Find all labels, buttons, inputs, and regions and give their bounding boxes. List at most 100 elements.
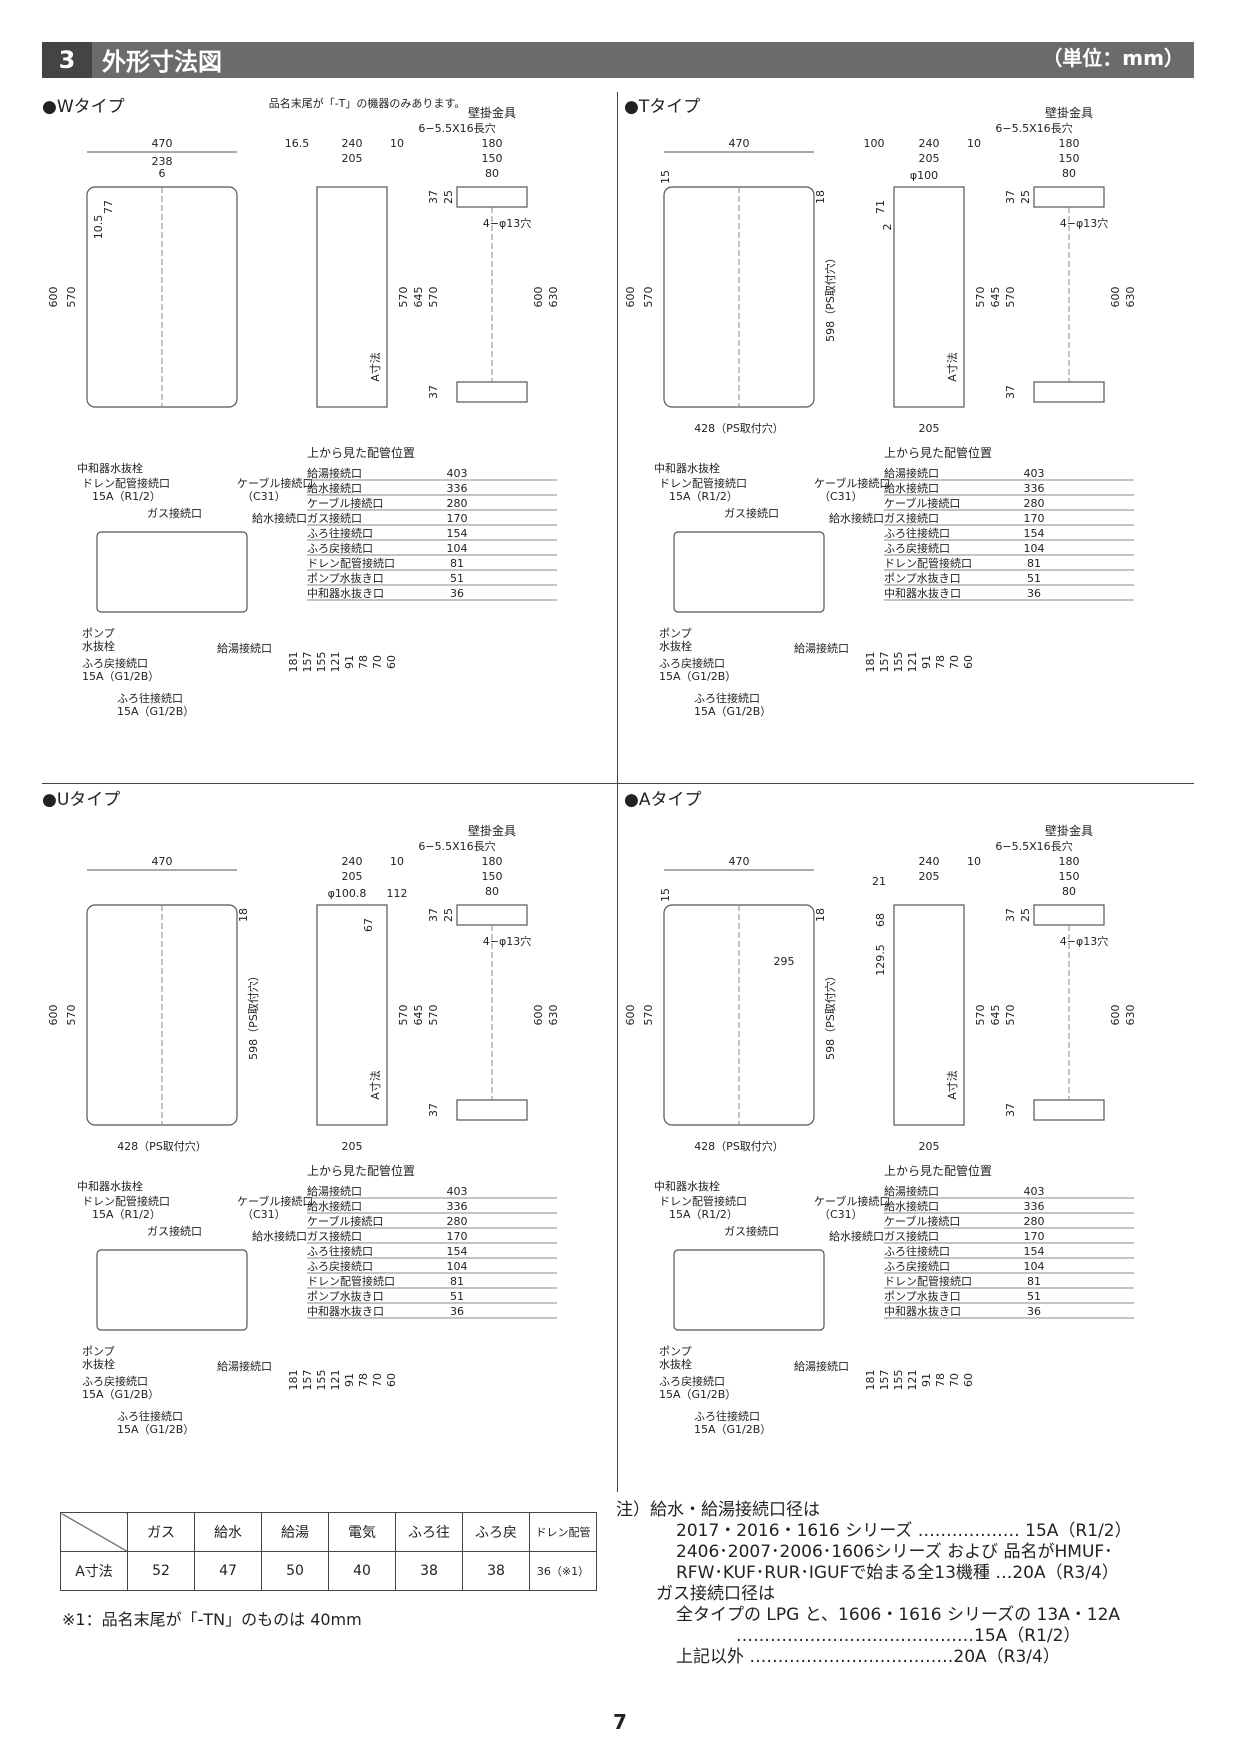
hole-label: 4−φ13穴 <box>1060 216 1108 230</box>
dim-b80: 80 <box>485 885 499 898</box>
connection-label: 水抜栓 <box>82 1357 115 1371</box>
dim-b180: 180 <box>1059 855 1080 868</box>
connection-label: 15A（G1/2B） <box>659 1388 736 1401</box>
pipe-value: 403 <box>1024 1185 1045 1198</box>
pipe-name: 給水接続口 <box>884 481 939 495</box>
dim-bb37: 37 <box>427 1103 440 1117</box>
dim-side-645: 645 <box>989 287 1002 308</box>
dim-ps-vertical: 598（PS取付穴） <box>823 252 837 342</box>
dim-a: A寸法 <box>945 352 959 382</box>
dim-side-570: 570 <box>974 287 987 308</box>
pipe-vertical-dim: 181 <box>864 652 877 673</box>
dim-height: 600 <box>47 287 60 308</box>
dim-side-570: 570 <box>397 1005 410 1026</box>
dim-side-570: 570 <box>974 1005 987 1026</box>
bracket-top <box>456 186 528 208</box>
dim-height-inner: 570 <box>65 287 78 308</box>
dim-b80: 80 <box>1062 885 1076 898</box>
table-row: A寸法 52 47 50 40 38 38 36（※1） <box>60 1551 597 1591</box>
connection-label: 給水接続口 <box>252 1229 307 1243</box>
cell-elec: 40 <box>328 1551 396 1591</box>
pipe-value: 104 <box>447 1260 468 1273</box>
bracket-label: 壁掛金具 <box>468 105 516 120</box>
th-drain: ドレン配管 <box>529 1512 597 1552</box>
dim-b25: 25 <box>1019 190 1032 204</box>
pipe-value: 104 <box>1024 1260 1045 1273</box>
dim-15: 15 <box>659 170 672 184</box>
note-line: 2406･2007･2006･1606シリーズ および 品名がHMUF･ <box>676 1542 1113 1562</box>
dim-ps: 428（PS取付穴） <box>117 1139 207 1153</box>
pipe-position-title: 上から見た配管位置 <box>307 1163 415 1178</box>
connection-label: 給湯接続口 <box>217 641 272 655</box>
dim-71: 71 <box>874 200 887 214</box>
connection-label: ポンプ <box>82 627 115 640</box>
dim-238: 238 <box>152 155 173 168</box>
dim-b630: 630 <box>1124 1005 1137 1026</box>
pipe-name: ガス接続口 <box>884 511 939 525</box>
dim-width: 470 <box>152 855 173 868</box>
pipe-position-title: 上から見た配管位置 <box>307 445 415 460</box>
pipe-value: 170 <box>447 1230 468 1243</box>
dim-side-645: 645 <box>989 1005 1002 1026</box>
section-number: 3 <box>42 42 92 78</box>
cell-hot: 50 <box>261 1551 329 1591</box>
dim-ps: 428（PS取付穴） <box>694 1139 784 1153</box>
dim-b37: 37 <box>427 190 440 204</box>
pipe-name: ポンプ水抜き口 <box>307 571 384 585</box>
note-line: ガス接続口径は <box>656 1584 775 1604</box>
section-header: 3 外形寸法図 （単位：mm） <box>42 42 1194 78</box>
pipe-name: ケーブル接続口 <box>307 496 383 510</box>
pipe-vertical-dim: 60 <box>962 655 975 669</box>
pipe-vertical-dim: 157 <box>301 652 314 673</box>
connection-label: ケーブル接続口 <box>814 1194 890 1208</box>
slot-hole-label: 6−5.5X16長穴 <box>418 839 495 853</box>
pipe-name: ふろ往接続口 <box>307 1244 373 1258</box>
pipe-value: 36 <box>1027 1305 1041 1318</box>
connection-label: ケーブル接続口 <box>237 1194 313 1208</box>
bracket-top <box>1033 904 1105 926</box>
table-header-row: ガス 給水 給湯 電気 ふろ往 ふろ戻 ドレン配管 <box>60 1512 597 1552</box>
dim-bb37: 37 <box>1004 1103 1017 1117</box>
note-line: 注）給水・給湯接続口径は <box>616 1500 820 1520</box>
pipe-value: 280 <box>1024 497 1045 510</box>
pipe-vertical-dim: 155 <box>315 1370 328 1391</box>
connection-label: 中和器水抜栓 <box>77 1179 143 1193</box>
pipe-value: 36 <box>1027 587 1041 600</box>
pipe-name: ドレン配管接続口 <box>307 556 395 570</box>
dim-phi: φ100.8 <box>328 887 367 900</box>
pipe-name: 給水接続口 <box>884 1199 939 1213</box>
th-gas: ガス <box>127 1512 195 1552</box>
pipe-name: ドレン配管接続口 <box>884 556 972 570</box>
pipe-vertical-dim: 155 <box>892 652 905 673</box>
dim-205: 205 <box>919 870 940 883</box>
cell-bath-in: 38 <box>462 1551 530 1591</box>
dim-b180: 180 <box>482 855 503 868</box>
pipe-vertical-dim: 78 <box>357 1373 370 1387</box>
hole-label: 4−φ13穴 <box>483 934 531 948</box>
slot-hole-label: 6−5.5X16長穴 <box>995 121 1072 135</box>
pipe-name: ガス接続口 <box>884 1229 939 1243</box>
pipe-vertical-dim: 70 <box>371 655 384 669</box>
pipe-value: 170 <box>1024 1230 1045 1243</box>
note-line: RFW･KUF･RUR･IGUFで始まる全13機種 …20A（R3/4） <box>676 1563 1119 1583</box>
connection-label: 15A（G1/2B） <box>694 705 771 718</box>
table-corner <box>60 1512 128 1552</box>
dim-height: 600 <box>624 1005 637 1026</box>
dim-width: 470 <box>152 137 173 150</box>
pipe-name: ポンプ水抜き口 <box>307 1289 384 1303</box>
pipe-vertical-dim: 157 <box>878 1370 891 1391</box>
pipe-value: 81 <box>450 557 464 570</box>
pipe-name: 給湯接続口 <box>307 1184 362 1198</box>
dim-b600: 600 <box>532 287 545 308</box>
connection-label: 給水接続口 <box>252 511 307 525</box>
connection-label: 15A（R1/2） <box>92 1208 161 1221</box>
unit-label: （単位：mm） <box>1042 46 1184 70</box>
connection-label: 15A（G1/2B） <box>82 670 159 683</box>
th-bath-in: ふろ戻 <box>462 1512 530 1552</box>
hole-label: 4−φ13穴 <box>1060 934 1108 948</box>
type-title: ●Tタイプ <box>624 97 701 117</box>
pipe-value: 51 <box>1027 1290 1041 1303</box>
dim-bb37: 37 <box>427 385 440 399</box>
connection-label: 給湯接続口 <box>217 1359 272 1373</box>
